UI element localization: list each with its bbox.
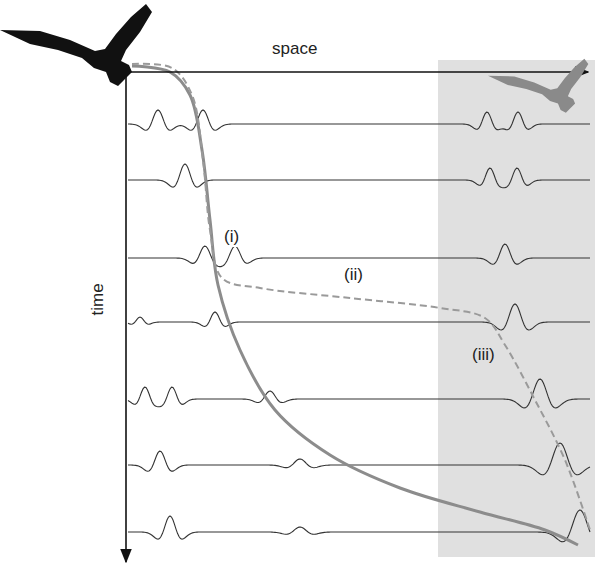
wave-row [128, 510, 590, 542]
solid-trajectory [132, 66, 578, 545]
shaded-region [438, 60, 595, 557]
dashed-trajectory [132, 64, 590, 530]
axis-label: time [89, 281, 108, 317]
wave-rows [128, 110, 590, 542]
wave-row [128, 244, 590, 267]
axis-label: space [270, 40, 319, 59]
trajectory-curves [132, 64, 590, 545]
wave-row [128, 164, 590, 188]
wave-row [128, 379, 590, 408]
callout-label: (iii) [470, 346, 497, 365]
space-axis [126, 71, 588, 73]
faded-bird-silhouette [488, 59, 588, 113]
callout-label: (ii) [342, 266, 365, 285]
wave-row [128, 304, 590, 330]
bird-silhouette [0, 4, 152, 86]
callout-label: (i) [222, 228, 241, 247]
time-axis [125, 72, 127, 562]
